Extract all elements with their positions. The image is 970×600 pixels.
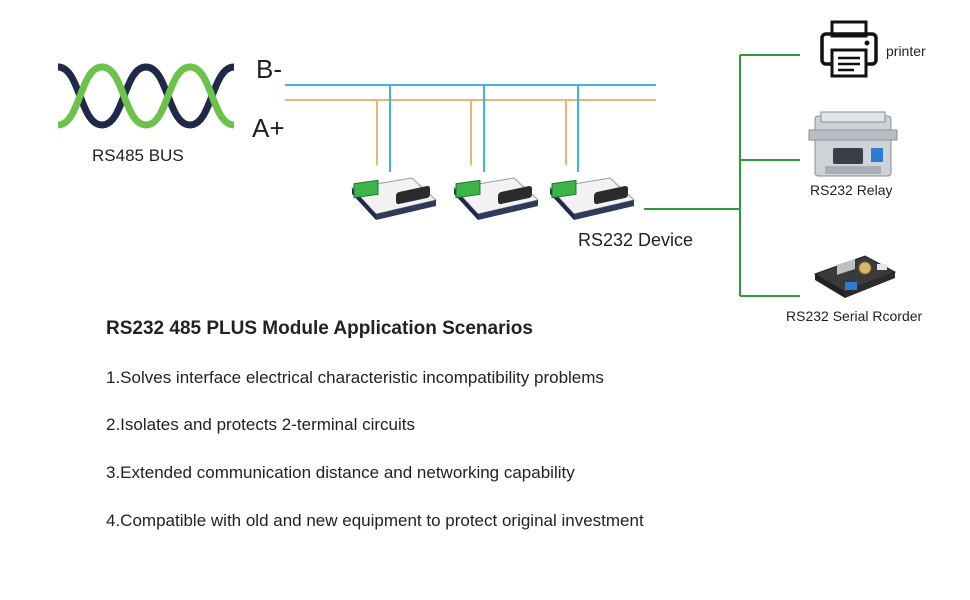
printer-icon <box>820 20 878 78</box>
list-item: 2.Isolates and protects 2-terminal circu… <box>106 415 415 434</box>
device-branch-lines <box>644 54 800 297</box>
relay-label: RS232 Relay <box>810 182 893 198</box>
list-item: 4.Compatible with old and new equipment … <box>106 511 644 530</box>
page-title: RS232 485 PLUS Module Application Scenar… <box>106 318 533 339</box>
converter-module-icon <box>351 177 438 220</box>
serial-recorder-label: RS232 Serial Rcorder <box>786 308 923 324</box>
converter-module-icon <box>453 177 540 220</box>
serial-recorder-icon <box>813 255 897 298</box>
relay-icon <box>808 111 898 177</box>
converter-module-icon <box>549 177 636 220</box>
rs232-device-label: RS232 Device <box>578 230 694 250</box>
b-minus-label: B- <box>256 54 282 84</box>
rs485-wave-icon <box>57 63 235 129</box>
a-plus-label: A+ <box>252 113 285 143</box>
printer-label: printer <box>886 43 926 59</box>
module-drop-lines <box>376 85 579 172</box>
rs485-bus-label: RS485 BUS <box>92 146 184 165</box>
list-item: 3.Extended communication distance and ne… <box>106 463 575 482</box>
list-item: 1.Solves interface electrical characteri… <box>106 368 604 387</box>
